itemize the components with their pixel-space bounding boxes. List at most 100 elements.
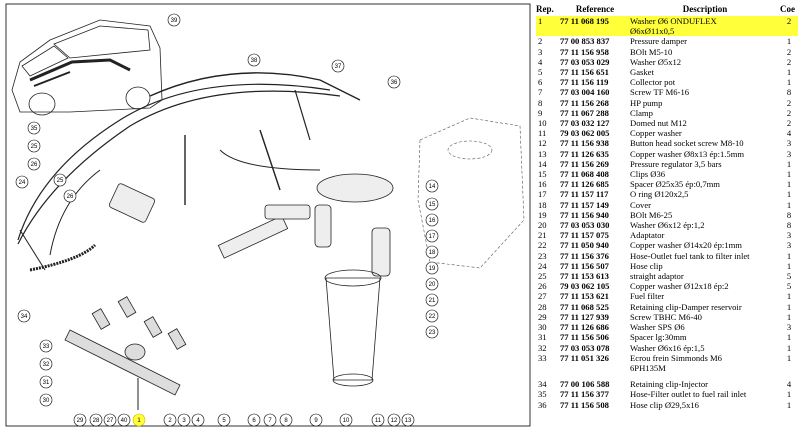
cell-rep: 32	[538, 342, 547, 353]
svg-text:2: 2	[168, 418, 172, 424]
svg-text:13: 13	[405, 418, 412, 424]
callout-31: 31	[39, 375, 53, 389]
cell-qty: 1	[786, 291, 792, 302]
cell-desc: Spacer lg:30mm	[630, 332, 687, 343]
cell-qty: 1	[786, 158, 792, 169]
col-desc-header: Description	[682, 4, 728, 14]
cell-ref: 77 03 004 160	[560, 87, 610, 98]
cell-desc: Spacer Ø25x35 ép:0,7mm	[630, 179, 720, 190]
cell-ref: 77 00 853 837	[560, 36, 610, 47]
cell-ref: 79 03 062 105	[560, 281, 610, 292]
svg-text:35: 35	[31, 126, 38, 132]
svg-text:25: 25	[31, 144, 38, 150]
cell-desc: Retaining clip-Damper reservoir	[630, 301, 742, 312]
svg-text:26: 26	[67, 194, 74, 200]
svg-text:38: 38	[251, 58, 258, 64]
cell-qty: 8	[786, 87, 792, 98]
svg-text:12: 12	[391, 418, 398, 424]
svg-text:25: 25	[57, 178, 64, 184]
fuel-tank-illustration	[417, 117, 525, 269]
cell-rep: 34	[538, 379, 547, 390]
cell-ref: 77 03 053 029	[560, 56, 610, 67]
cell-desc: Screw TBHC M6-40	[630, 311, 702, 322]
svg-text:39: 39	[171, 18, 178, 24]
svg-text:34: 34	[21, 314, 28, 320]
cell-qty: 3	[786, 230, 792, 241]
callout-18: 18	[425, 245, 439, 259]
svg-text:28: 28	[93, 418, 100, 424]
svg-text:20: 20	[429, 282, 436, 288]
svg-text:4: 4	[196, 418, 200, 424]
cell-rep: 17	[538, 189, 547, 200]
cell-ref: 77 11 051 326	[560, 352, 609, 363]
cell-desc: Ecrou frein Simmonds M6	[630, 352, 722, 363]
cell-rep: 19	[538, 209, 547, 220]
callout-11: 11	[371, 413, 385, 427]
cell-qty: 1	[786, 399, 792, 410]
callout-36: 36	[387, 75, 401, 89]
cell-rep: 16	[538, 179, 547, 190]
svg-text:21: 21	[429, 298, 436, 304]
cell-desc: Hose clip Ø29,5x16	[630, 399, 699, 410]
callout-27: 27	[103, 413, 117, 427]
callout-25: 25	[27, 139, 41, 153]
cell-rep: 18	[538, 199, 547, 210]
pump-assembly	[108, 173, 394, 387]
cell-rep	[536, 363, 560, 373]
cell-ref: 77 11 067 288	[560, 107, 609, 118]
cell-ref: 77 11 126 635	[560, 148, 609, 159]
callout-9: 9	[309, 413, 323, 427]
svg-text:24: 24	[19, 180, 26, 186]
cell-rep: 31	[538, 332, 547, 343]
callout-19: 19	[425, 261, 439, 275]
callout-7: 7	[263, 413, 277, 427]
cell-qty: 3	[786, 138, 792, 149]
svg-text:15: 15	[429, 202, 436, 208]
svg-text:17: 17	[429, 234, 436, 240]
col-rep-header: Rep.	[536, 4, 554, 14]
svg-text:27: 27	[107, 418, 114, 424]
callout-5: 5	[217, 413, 231, 427]
callout-35: 35	[27, 121, 41, 135]
cell-desc: Washer Ø5x12	[630, 56, 682, 67]
cell-rep: 10	[538, 118, 547, 129]
callout-40: 40	[117, 413, 131, 427]
svg-text:40: 40	[121, 418, 128, 424]
callout-16: 16	[425, 213, 439, 227]
cell-ref: 77 11 157 075	[560, 230, 609, 241]
cell-ref: 77 11 156 268	[560, 97, 609, 108]
svg-text:32: 32	[43, 362, 50, 368]
callout-24: 24	[15, 175, 29, 189]
callout-28: 28	[89, 413, 103, 427]
cell-rep: 25	[538, 271, 547, 282]
col-qty-header: Coe	[780, 4, 795, 14]
exploded-parts-diagram: 39 38 37 36 35 25 26 24 25 26 34 33 32 3…	[5, 3, 531, 427]
svg-text:14: 14	[429, 184, 436, 190]
svg-text:36: 36	[391, 80, 398, 86]
cell-rep: 1	[536, 16, 560, 27]
cell-rep: 27	[538, 291, 547, 302]
cell-rep: 28	[538, 301, 547, 312]
cell-qty: 2	[786, 97, 792, 108]
cell-rep: 2	[538, 36, 543, 47]
svg-text:11: 11	[375, 418, 382, 424]
cell-desc: BOlt M5-10	[630, 46, 673, 57]
cell-desc: Copper washer	[630, 128, 682, 139]
callout-33: 33	[39, 339, 53, 353]
cell-desc: Clips Ø36	[630, 169, 666, 180]
svg-text:22: 22	[429, 314, 436, 320]
